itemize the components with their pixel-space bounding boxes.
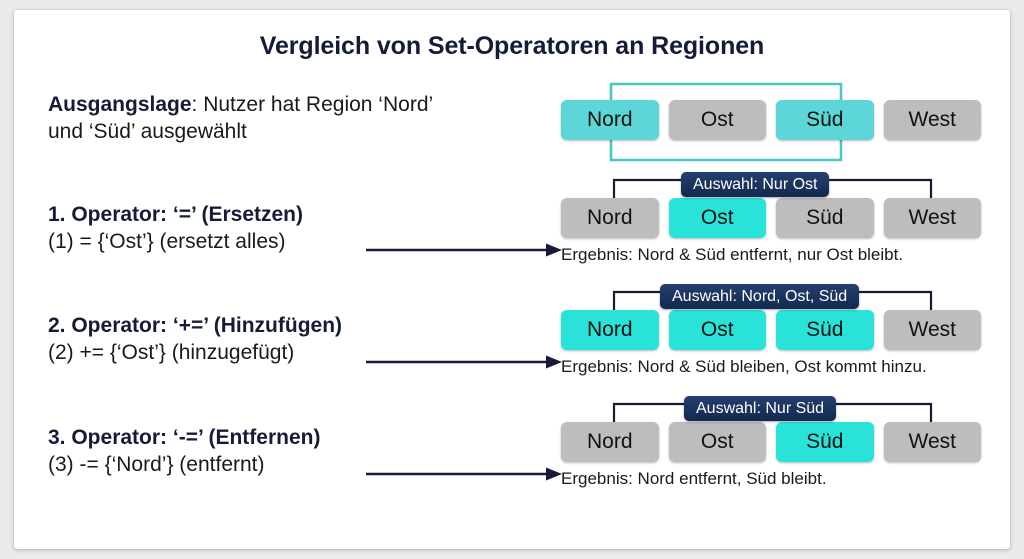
region-pill-ost[interactable]: Ost	[668, 310, 766, 350]
region-pill-ost[interactable]: Ost	[668, 422, 766, 462]
region-pill-nord[interactable]: Nord	[561, 422, 659, 462]
region-pill-west[interactable]: West	[883, 422, 981, 462]
region-pill-group-2: Nord Ost Süd West	[561, 310, 981, 350]
region-pill-group-3: Nord Ost Süd West	[561, 422, 981, 462]
region-pill-sued[interactable]: Süd	[776, 198, 874, 238]
operator-1-heading: 1. Operator: ‘=’ (Ersetzen)	[48, 203, 303, 226]
region-pill-nord[interactable]: Nord	[561, 310, 659, 350]
intro-heading: Ausgangslage: Nutzer hat Region ‘Nord’	[48, 92, 548, 118]
region-row-operator-3: Auswahl: Nur Süd Nord Ost Süd West Ergeb…	[561, 396, 981, 489]
operator-2-subtitle: (2) += {‘Ost’} (hinzugefügt)	[48, 341, 295, 365]
region-pill-west[interactable]: West	[883, 310, 981, 350]
region-pill-nord[interactable]: Nord	[561, 100, 659, 140]
intro-text-block: Ausgangslage: Nutzer hat Region ‘Nord’ u…	[48, 92, 548, 146]
region-pill-sued[interactable]: Süd	[776, 422, 874, 462]
operator-3-text-block: 3. Operator: ‘-=’ (Entfernen) (3) -= {‘N…	[48, 425, 320, 479]
operator-1-subtitle: (1) = {‘Ost’} (ersetzt alles)	[48, 230, 286, 254]
selection-badge-row-2: Auswahl: Nord, Ost, Süd	[660, 284, 860, 309]
region-pill-ost[interactable]: Ost	[668, 198, 766, 238]
diagram-card: Vergleich von Set-Operatoren an Regionen…	[14, 10, 1010, 549]
region-row-operator-1: Auswahl: Nur Ost Nord Ost Süd West Ergeb…	[561, 172, 981, 265]
page-title: Vergleich von Set-Operatoren an Regionen	[259, 32, 765, 60]
region-row-operator-2: Auswahl: Nord, Ost, Süd Nord Ost Süd Wes…	[561, 284, 981, 377]
intro-heading-bold: Ausgangslage	[48, 93, 192, 116]
region-row-initial: Nord Ost Süd West	[561, 82, 981, 162]
region-pill-ost[interactable]: Ost	[668, 100, 766, 140]
operator-3-heading: 3. Operator: ‘-=’ (Entfernen)	[48, 426, 321, 449]
result-caption-row-2: Ergebnis: Nord & Süd bleiben, Ost kommt …	[561, 357, 927, 376]
selection-badge-row-1: Auswahl: Nur Ost	[681, 172, 830, 197]
region-pill-group-initial: Nord Ost Süd West	[561, 100, 981, 140]
arrow-to-row-3-icon	[366, 467, 562, 481]
arrow-to-row-1-icon	[366, 243, 562, 257]
region-pill-group-1: Nord Ost Süd West	[561, 198, 981, 238]
operator-3-subtitle: (3) -= {‘Nord’} (entfernt)	[48, 453, 265, 477]
intro-heading-rest: : Nutzer hat Region ‘Nord’	[191, 93, 434, 116]
result-caption-row-1: Ergebnis: Nord & Süd entfernt, nur Ost b…	[561, 245, 904, 264]
operator-1-text-block: 1. Operator: ‘=’ (Ersetzen) (1) = {‘Ost’…	[48, 202, 303, 256]
region-pill-west[interactable]: West	[883, 198, 981, 238]
region-pill-nord[interactable]: Nord	[561, 198, 659, 238]
result-caption-row-3: Ergebnis: Nord entfernt, Süd bleibt.	[561, 469, 827, 488]
region-pill-sued[interactable]: Süd	[776, 310, 874, 350]
arrow-to-row-2-icon	[366, 355, 562, 369]
region-pill-west[interactable]: West	[883, 100, 981, 140]
operator-2-heading: 2. Operator: ‘+=’ (Hinzufügen)	[48, 314, 343, 337]
region-pill-sued[interactable]: Süd	[776, 100, 874, 140]
selection-badge-row-3: Auswahl: Nur Süd	[684, 396, 837, 421]
intro-line2: und ‘Süd’ ausgewählt	[48, 120, 247, 144]
operator-2-text-block: 2. Operator: ‘+=’ (Hinzufügen) (2) += {‘…	[48, 313, 342, 367]
